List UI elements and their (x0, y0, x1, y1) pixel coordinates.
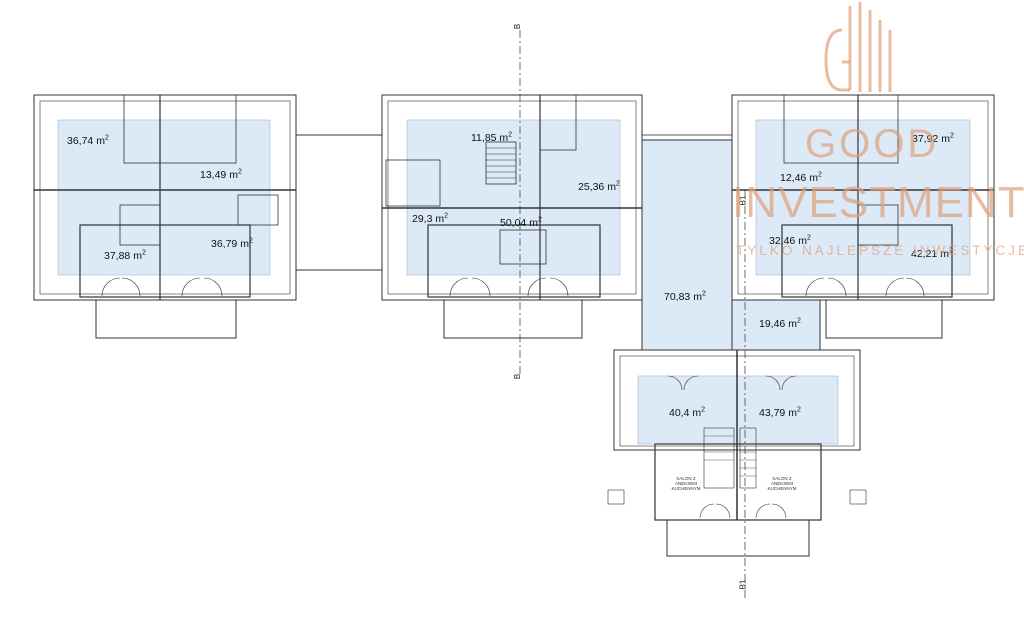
room-area-label: 70,83 m2 (664, 290, 706, 304)
room-area-label: 36,74 m2 (67, 134, 109, 148)
logo-good-text: GOOD (805, 122, 940, 166)
room-area-label: 37,92 m2 (912, 132, 954, 146)
logo-tagline: TYLKO NAJLEPSZE INWESTYCJE (736, 243, 1024, 258)
left-terrace (95, 299, 237, 339)
room-area-label: 13,49 m2 (200, 168, 242, 182)
central-hall (641, 139, 733, 351)
logo-investment-text: INVESTMENT (732, 178, 1024, 227)
right-terrace (825, 299, 943, 339)
room-area-label: 12,46 m2 (780, 171, 822, 185)
room-area-label: 19,46 m2 (759, 317, 801, 331)
section-marker-b: B (513, 373, 523, 380)
hall-extension (731, 299, 821, 351)
room-area-label: 32,46 m2 (769, 234, 811, 248)
room-area-label: 29,3 m2 (412, 212, 449, 226)
right-unit-floor (755, 119, 971, 276)
section-marker-b1: B1 (738, 579, 748, 590)
left-unit-floor (57, 119, 271, 276)
bottom-unit-floor (637, 375, 839, 445)
watermark-logo: GOOD INVESTMENT TYLKO NAJLEPSZE INWESTYC… (730, 0, 1024, 270)
room-area-label: 50,04 m2 (500, 216, 542, 230)
middle-unit-floor (406, 119, 621, 276)
room-area-label: 37,88 m2 (104, 249, 146, 263)
room-area-label: 42,21 m2 (911, 247, 953, 261)
middle-terrace (443, 299, 583, 339)
room-area-label: 36,79 m2 (211, 237, 253, 251)
room-area-label: 11,85 m2 (471, 131, 513, 145)
room-area-label: 40,4 m2 (669, 406, 706, 420)
logo-emblem-icon (824, 2, 892, 92)
bottom-terrace (666, 519, 810, 557)
room-area-label: 25,36 m2 (578, 180, 620, 194)
room-area-label: 43,79 m2 (759, 406, 801, 420)
section-marker-b: B (513, 23, 523, 30)
connector-left (295, 134, 383, 271)
